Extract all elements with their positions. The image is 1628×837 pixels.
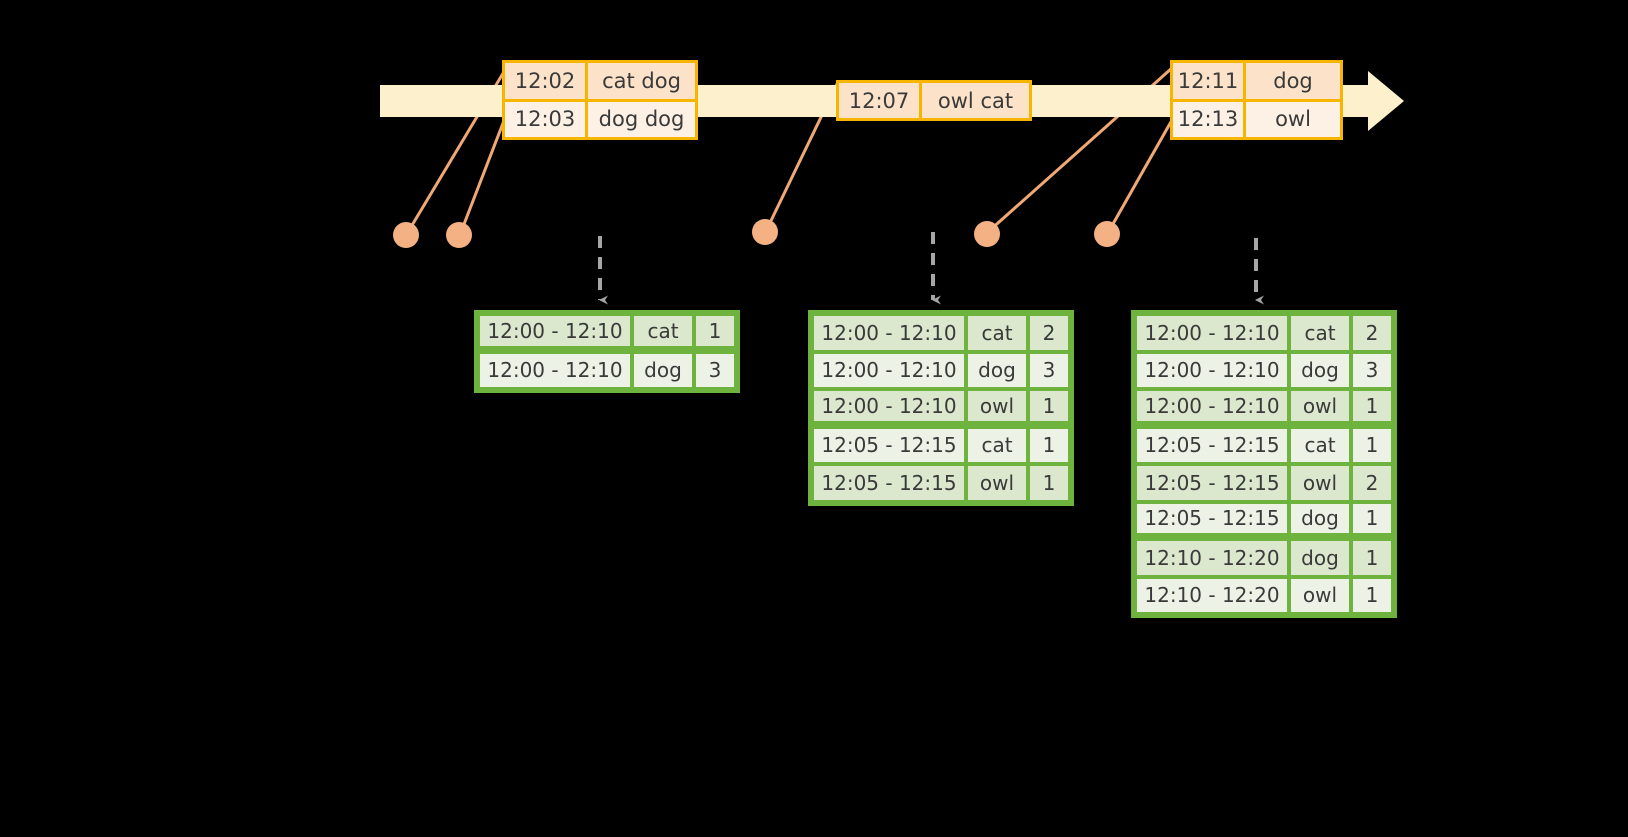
count-cell: 1 — [1029, 465, 1069, 501]
table-row: 12:00 - 12:10 owl 1 — [812, 389, 1070, 427]
event-time: 12:11 — [1173, 63, 1246, 99]
count-cell: 1 — [695, 315, 735, 347]
window-cell: 12:05 - 12:15 — [813, 427, 965, 463]
word-cell: dog — [1290, 502, 1350, 534]
event-time: 12:03 — [505, 101, 588, 137]
event-dot-5 — [1094, 221, 1120, 247]
table-row: 12:10 - 12:20 owl 1 — [1135, 577, 1393, 615]
window-cell: 12:00 - 12:10 — [479, 352, 631, 388]
word-cell: dog — [1290, 352, 1350, 388]
event-words: dog dog — [598, 107, 685, 132]
leader-line-2 — [459, 117, 507, 233]
count-cell: 1 — [1029, 390, 1069, 422]
event-dot-1 — [393, 222, 419, 248]
time-axis-arrow — [1368, 71, 1404, 131]
window-cell: 12:00 - 12:10 — [813, 315, 965, 351]
leader-line-5 — [1107, 119, 1174, 232]
event-dots — [393, 219, 1120, 248]
event-words: owl — [1275, 107, 1311, 132]
count-cell: 1 — [1352, 540, 1392, 576]
count-cell: 1 — [1029, 427, 1069, 463]
table-row: 12:10 - 12:20 dog 1 — [1135, 539, 1393, 577]
table-row: 12:00 - 12:10 dog 3 — [1135, 352, 1393, 390]
count-cell: 1 — [1352, 577, 1392, 613]
table-row: 12:05 - 12:15 dog 1 — [1135, 502, 1393, 539]
word-cell: cat — [1290, 427, 1350, 463]
event-words: cat dog — [602, 68, 681, 93]
word-cell: cat — [1290, 315, 1350, 351]
word-cell: owl — [967, 465, 1027, 501]
event-time: 12:07 — [839, 83, 922, 118]
event-box-2: 12:07 owl cat — [836, 80, 1032, 121]
result-table-3: 12:00 - 12:10 cat 2 12:00 - 12:10 dog 3 … — [1131, 310, 1397, 618]
event-words: owl cat — [937, 88, 1014, 113]
count-cell: 1 — [1352, 427, 1392, 463]
event-dot-2 — [446, 222, 472, 248]
window-cell: 12:05 - 12:15 — [1136, 502, 1288, 534]
count-cell: 2 — [1029, 315, 1069, 351]
table-row: 12:05 - 12:15 owl 1 — [812, 464, 1070, 502]
emit-arrows — [598, 232, 1264, 305]
count-cell: 3 — [695, 352, 735, 388]
window-cell: 12:00 - 12:10 — [1136, 390, 1288, 422]
word-cell: cat — [633, 315, 693, 347]
event-time: 12:02 — [505, 63, 588, 99]
count-cell: 1 — [1352, 390, 1392, 422]
word-cell: dog — [633, 352, 693, 388]
window-cell: 12:00 - 12:10 — [813, 390, 965, 422]
count-cell: 2 — [1352, 465, 1392, 501]
window-cell: 12:00 - 12:10 — [479, 315, 631, 347]
event-dot-4 — [974, 221, 1000, 247]
word-cell: owl — [967, 390, 1027, 422]
event-row: 12:02 cat dog — [505, 63, 695, 99]
table-row: 12:05 - 12:15 cat 1 — [1135, 427, 1393, 465]
event-box-3: 12:11 dog 12:13 owl — [1170, 60, 1343, 140]
word-cell: cat — [967, 315, 1027, 351]
result-table-2: 12:00 - 12:10 cat 2 12:00 - 12:10 dog 3 … — [808, 310, 1074, 506]
table-row: 12:00 - 12:10 cat 2 — [1135, 314, 1393, 352]
count-cell: 3 — [1352, 352, 1392, 388]
window-cell: 12:10 - 12:20 — [1136, 577, 1288, 613]
word-cell: dog — [967, 352, 1027, 388]
count-cell: 2 — [1352, 315, 1392, 351]
count-cell: 1 — [1352, 502, 1392, 534]
event-row: 12:13 owl — [1173, 98, 1340, 137]
window-cell: 12:05 - 12:15 — [1136, 465, 1288, 501]
table-row: 12:00 - 12:10 cat 2 — [812, 314, 1070, 352]
window-cell: 12:00 - 12:10 — [1136, 315, 1288, 351]
table-row: 12:05 - 12:15 cat 1 — [812, 427, 1070, 465]
table-row: 12:00 - 12:10 cat 1 — [478, 314, 736, 352]
word-cell: cat — [967, 427, 1027, 463]
table-row: 12:05 - 12:15 owl 2 — [1135, 464, 1393, 502]
event-dot-3 — [752, 219, 778, 245]
window-cell: 12:05 - 12:15 — [1136, 427, 1288, 463]
table-row: 12:00 - 12:10 dog 3 — [478, 352, 736, 390]
table-row: 12:00 - 12:10 owl 1 — [1135, 389, 1393, 427]
window-cell: 12:00 - 12:10 — [813, 352, 965, 388]
word-cell: owl — [1290, 577, 1350, 613]
event-words: dog — [1273, 68, 1313, 93]
event-row: 12:11 dog — [1173, 63, 1340, 99]
result-table-1: 12:00 - 12:10 cat 1 12:00 - 12:10 dog 3 — [474, 310, 740, 393]
event-time: 12:13 — [1173, 101, 1246, 137]
word-cell: dog — [1290, 540, 1350, 576]
event-row: 12:07 owl cat — [839, 83, 1029, 118]
window-cell: 12:05 - 12:15 — [813, 465, 965, 501]
window-cell: 12:10 - 12:20 — [1136, 540, 1288, 576]
count-cell: 3 — [1029, 352, 1069, 388]
word-cell: owl — [1290, 465, 1350, 501]
word-cell: owl — [1290, 390, 1350, 422]
event-row: 12:03 dog dog — [505, 98, 695, 137]
table-row: 12:00 - 12:10 dog 3 — [812, 352, 1070, 390]
event-box-1: 12:02 cat dog 12:03 dog dog — [502, 60, 698, 140]
window-cell: 12:00 - 12:10 — [1136, 352, 1288, 388]
